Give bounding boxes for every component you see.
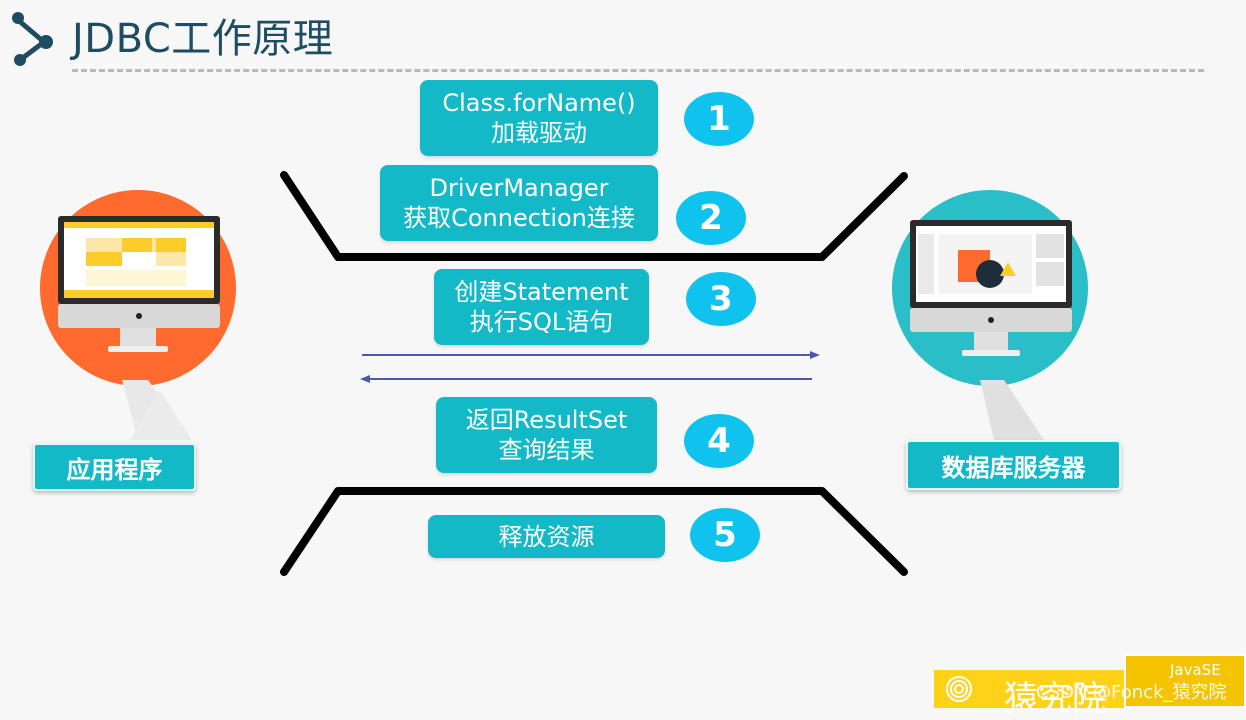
step-5-line1: 释放资源 — [498, 522, 595, 551]
step-3-box: 创建Statement 执行SQL语句 — [434, 269, 649, 345]
watermark-text: CSDN @Fonck_猿究院 — [1036, 682, 1227, 703]
database-server-computer-icon — [892, 190, 1088, 440]
footer-corner-text: JavaSE — [1170, 661, 1221, 679]
step-2-line2: 获取Connection连接 — [403, 204, 635, 232]
title-divider — [72, 69, 1204, 72]
step-1-line2: 加载驱动 — [491, 119, 587, 147]
step-3-line2: 执行SQL语句 — [469, 308, 614, 336]
step-2-number: 2 — [676, 191, 746, 245]
step-5-box: 释放资源 — [428, 515, 665, 558]
step-2-line1: DriverManager — [429, 174, 609, 202]
step-4-number: 4 — [684, 414, 754, 468]
lower-funnel-line — [280, 487, 908, 576]
brand-logo-icon — [946, 676, 972, 702]
step-2-box: DriverManager 获取Connection连接 — [380, 165, 658, 241]
step-1-number: 1 — [684, 92, 754, 146]
step-1-line1: Class.forName() — [442, 89, 636, 117]
step-5-number: 5 — [690, 508, 760, 562]
step-4-line2: 查询结果 — [498, 436, 595, 464]
database-server-label: 数据库服务器 — [906, 440, 1121, 490]
footer-corner-badge — [1124, 654, 1246, 708]
step-4-box: 返回ResultSet 查询结果 — [436, 397, 657, 473]
page-title: JDBC工作原理 — [72, 16, 334, 62]
step-1-box: Class.forName() 加载驱动 — [420, 80, 658, 156]
upper-funnel-line — [280, 171, 908, 261]
application-label: 应用程序 — [33, 443, 196, 491]
step-3-number: 3 — [686, 272, 756, 326]
share-icon — [12, 12, 53, 66]
application-computer-icon — [40, 190, 236, 440]
step-3-line1: 创建Statement — [454, 278, 629, 306]
step-4-line1: 返回ResultSet — [465, 406, 628, 434]
